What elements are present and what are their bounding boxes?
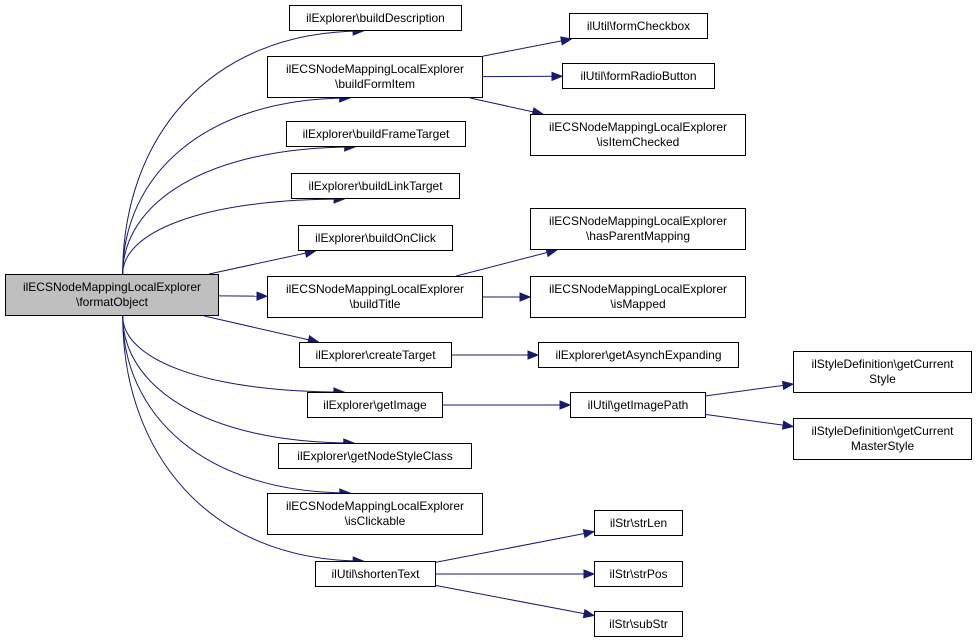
node-str-pos[interactable]: ilStr\strPos: [594, 561, 683, 587]
node-label-line1: ilECSNodeMappingLocalExplorer: [285, 62, 465, 76]
node-str-len[interactable]: ilStr\strLen: [594, 510, 683, 536]
node-label-line1: ilStyleDefinition\getCurrent: [811, 424, 954, 438]
node-label: ilUtil\formRadioButton: [580, 68, 697, 83]
node-label-line2: \hasParentMapping: [585, 229, 691, 243]
node-build-on-click[interactable]: ilExplorer\buildOnClick: [298, 225, 453, 251]
call-edge-buildFormItem-to-isItemChecked: [470, 97, 543, 115]
node-label: ilExplorer\buildFrameTarget: [302, 126, 450, 141]
call-edge-root-to-shortenText: [122, 315, 364, 562]
node-get-image[interactable]: ilExplorer\getImage: [307, 392, 443, 418]
node-format-object[interactable]: ilECSNodeMappingLocalExplorer \formatObj…: [5, 274, 219, 316]
node-label-line2: \buildTitle: [349, 297, 401, 311]
node-get-current-master-style[interactable]: ilStyleDefinition\getCurrent MasterStyle: [793, 418, 972, 460]
node-is-mapped[interactable]: ilECSNodeMappingLocalExplorer \isMapped: [530, 276, 746, 318]
arrowhead-buildTitle: [256, 291, 269, 301]
node-build-description[interactable]: ilExplorer\buildDescription: [289, 5, 462, 31]
node-label-line1: ilECSNodeMappingLocalExplorer: [548, 282, 728, 296]
node-get-node-style-class[interactable]: ilExplorer\getNodeStyleClass: [278, 443, 472, 469]
node-build-title[interactable]: ilECSNodeMappingLocalExplorer \buildTitl…: [267, 276, 483, 318]
node-is-clickable[interactable]: ilECSNodeMappingLocalExplorer \isClickab…: [267, 493, 483, 535]
node-is-item-checked[interactable]: ilECSNodeMappingLocalExplorer \isItemChe…: [530, 114, 746, 156]
node-label-line2: \isMapped: [610, 297, 666, 311]
node-label: ilStr\strLen: [609, 515, 668, 530]
node-get-current-style[interactable]: ilStyleDefinition\getCurrent Style: [793, 351, 972, 393]
node-label: ilExplorer\buildDescription: [306, 10, 445, 25]
node-label: ilUtil\getImagePath: [587, 397, 689, 412]
node-label-line1: ilECSNodeMappingLocalExplorer: [548, 120, 728, 134]
node-get-asynch-expanding[interactable]: ilExplorer\getAsynchExpanding: [538, 342, 739, 368]
arrowhead-getAsynchExpanding: [527, 350, 540, 360]
call-edge-buildTitle-to-hasParentMapping: [456, 249, 557, 277]
node-build-form-item[interactable]: ilECSNodeMappingLocalExplorer \buildForm…: [267, 56, 483, 98]
node-label: ilExplorer\getImage: [323, 397, 427, 412]
arrowhead-formCheckbox: [560, 36, 573, 46]
call-edge-root-to-buildOnClick: [208, 250, 316, 275]
node-sub-str[interactable]: ilStr\subStr: [594, 611, 683, 637]
call-edge-getImagePath-to-getCurrentMasterStyle: [705, 413, 794, 428]
node-label: ilStr\subStr: [609, 616, 668, 631]
call-edge-root-to-buildLinkTarget: [122, 198, 345, 275]
node-label-line2: \isClickable: [344, 514, 406, 528]
node-label: ilStr\strPos: [609, 566, 668, 581]
node-label: ilExplorer\buildOnClick: [315, 230, 436, 245]
call-edge-root-to-buildFrameTarget: [122, 146, 355, 275]
call-edge-root-to-createTarget: [204, 315, 319, 343]
node-label-line1: ilStyleDefinition\getCurrent: [811, 357, 954, 371]
node-form-checkbox[interactable]: ilUtil\formCheckbox: [569, 13, 708, 39]
node-shorten-text[interactable]: ilUtil\shortenText: [315, 561, 436, 587]
arrowhead-getImagePath: [559, 400, 572, 410]
node-get-image-path[interactable]: ilUtil\getImagePath: [570, 392, 706, 418]
node-label-line2: MasterStyle: [850, 439, 915, 453]
node-label: ilExplorer\getNodeStyleClass: [297, 448, 453, 463]
arrowhead-getCurrentStyle: [781, 380, 795, 391]
arrowhead-formRadioButton: [551, 71, 564, 82]
node-label-line2: Style: [869, 372, 896, 386]
arrowhead-strLen: [582, 528, 596, 539]
node-label-line1: ilECSNodeMappingLocalExplorer: [285, 499, 465, 513]
node-label-line1: ilECSNodeMappingLocalExplorer: [22, 280, 202, 294]
call-edge-root-to-buildDescription: [122, 30, 364, 275]
node-label-line2: \buildFormItem: [334, 77, 416, 91]
call-edge-shortenText-to-subStr: [435, 585, 595, 617]
arrowhead-strPos: [583, 569, 596, 579]
node-label: ilExplorer\buildLinkTarget: [308, 178, 443, 193]
call-edge-root-to-getNodeStyleClass: [122, 315, 354, 444]
node-label: ilExplorer\getAsynchExpanding: [555, 347, 722, 362]
node-label: ilUtil\formCheckbox: [586, 18, 691, 33]
call-edge-root-to-buildFormItem: [122, 97, 350, 275]
node-label: ilExplorer\createTarget: [315, 347, 436, 362]
arrowhead-getCurrentMasterStyle: [781, 420, 795, 430]
node-form-radio-button[interactable]: ilUtil\formRadioButton: [562, 63, 715, 89]
node-label-line1: ilECSNodeMappingLocalExplorer: [548, 214, 728, 228]
node-label: ilUtil\shortenText: [331, 566, 420, 581]
call-edge-root-to-isClickable: [122, 315, 350, 494]
node-build-link-target[interactable]: ilExplorer\buildLinkTarget: [291, 173, 460, 199]
node-label-line1: ilECSNodeMappingLocalExplorer: [285, 282, 465, 296]
node-build-frame-target[interactable]: ilExplorer\buildFrameTarget: [286, 121, 466, 147]
call-edge-shortenText-to-strLen: [435, 531, 595, 563]
node-has-parent-mapping[interactable]: ilECSNodeMappingLocalExplorer \hasParent…: [530, 208, 746, 250]
arrowhead-isMapped: [519, 292, 532, 302]
node-label-line2: \isItemChecked: [596, 135, 680, 149]
node-label-line2: \formatObject: [75, 295, 149, 309]
arrowhead-subStr: [582, 608, 596, 619]
call-edge-buildFormItem-to-formCheckbox: [482, 38, 572, 57]
node-create-target[interactable]: ilExplorer\createTarget: [299, 342, 452, 368]
call-edge-root-to-getImage: [122, 315, 344, 393]
call-edge-getImagePath-to-getCurrentStyle: [705, 383, 794, 397]
